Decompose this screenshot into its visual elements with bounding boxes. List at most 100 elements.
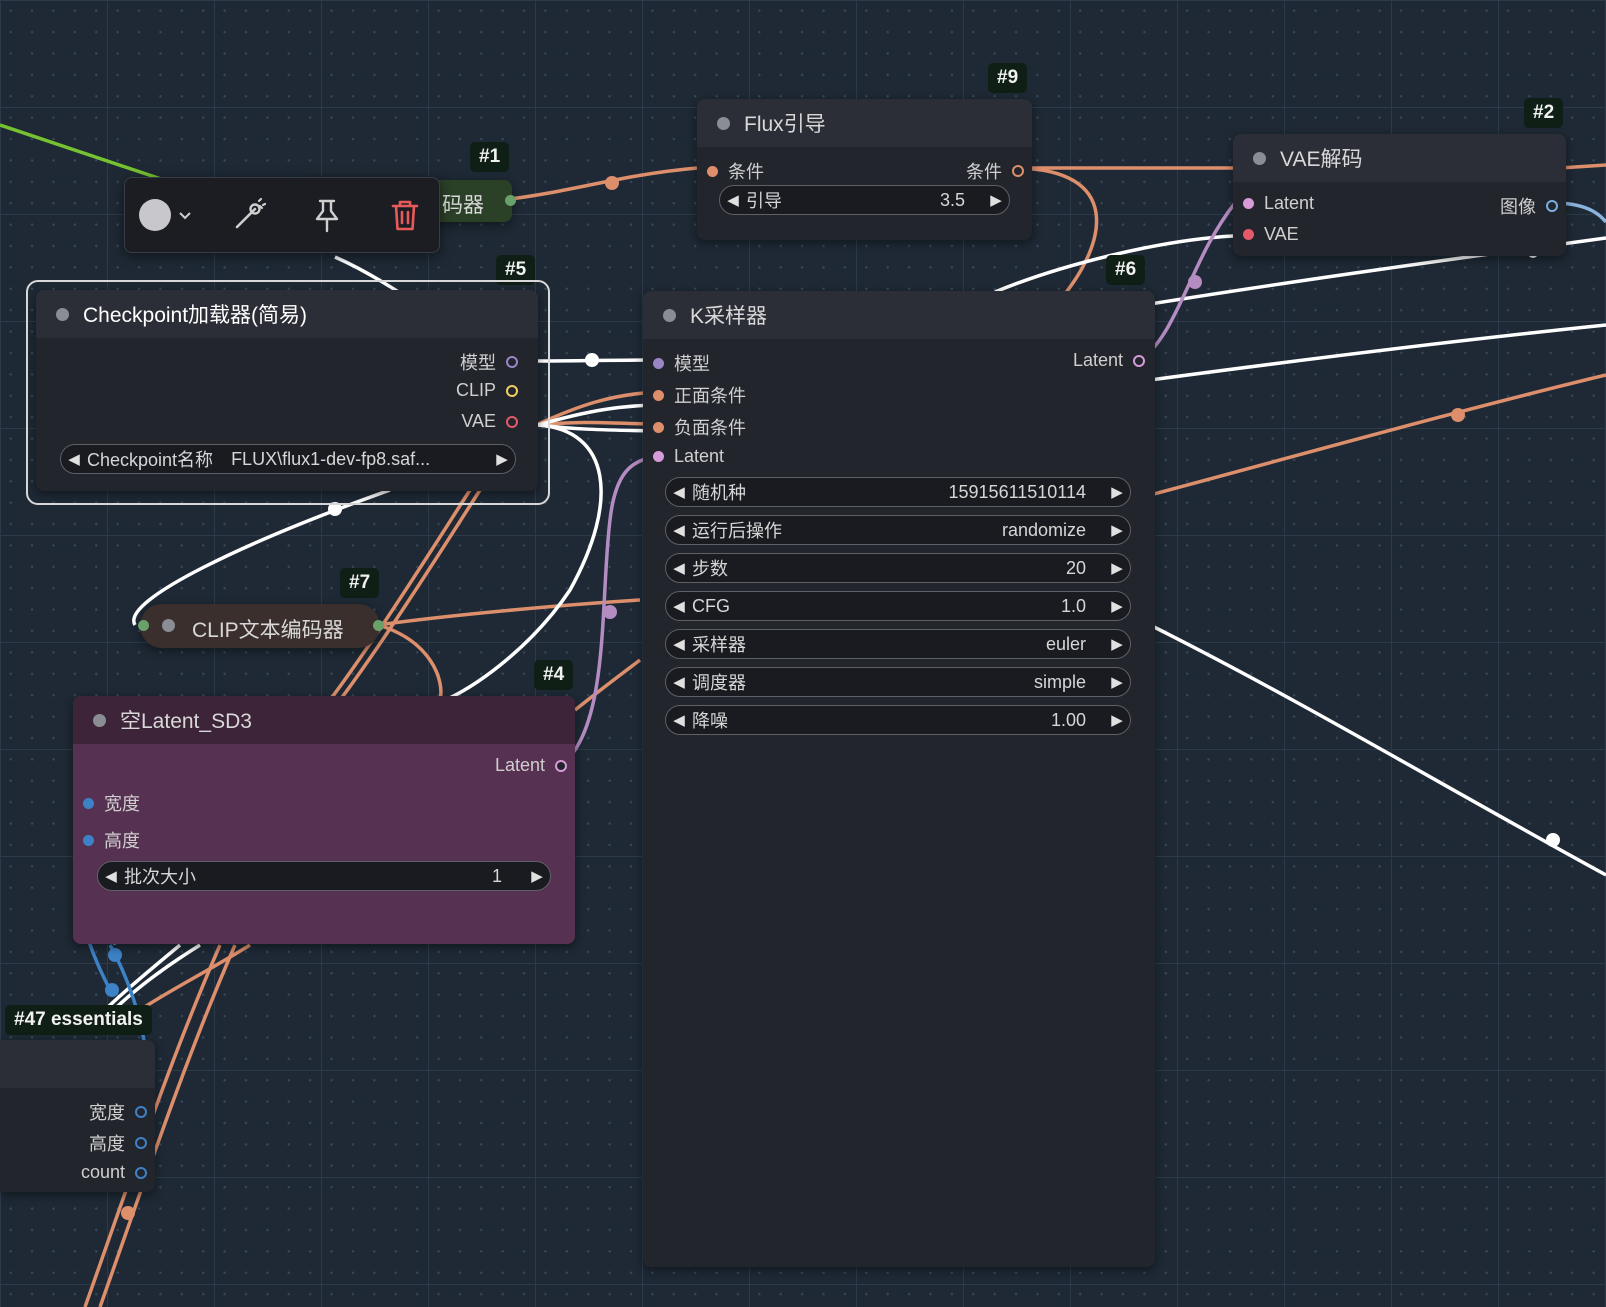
output-pin[interactable] — [506, 384, 518, 397]
node-5-title-bar[interactable]: Checkpoint加载器(简易) — [36, 290, 538, 338]
node-1-output-pin[interactable] — [505, 195, 516, 206]
node-2-collapse-dot[interactable] — [1253, 151, 1266, 165]
node-6-output-latent[interactable]: Latent — [1073, 350, 1145, 371]
output-pin[interactable] — [1546, 200, 1558, 212]
node-9-flux-guidance[interactable]: Flux引导 条件 条件 ◀ 引导 3.5 ▶ — [697, 99, 1032, 240]
node-9-title-bar[interactable]: Flux引导 — [697, 99, 1032, 147]
node-9-collapse-dot[interactable] — [717, 116, 730, 130]
node-5-output-model[interactable]: 模型 — [460, 349, 518, 375]
input-pin[interactable] — [653, 389, 664, 401]
output-pin[interactable] — [506, 356, 518, 368]
increment-arrow-icon[interactable]: ▶ — [1111, 484, 1123, 501]
node-5-output-clip[interactable]: CLIP — [456, 380, 518, 401]
increment-arrow-icon[interactable]: ▶ — [1111, 674, 1123, 691]
node-4-title-bar[interactable]: 空Latent_SD3 — [73, 696, 575, 744]
output-pin[interactable] — [135, 1137, 147, 1149]
node-47-output-width[interactable]: 宽度 — [89, 1099, 147, 1125]
reroute-dot — [108, 948, 122, 962]
input-pin[interactable] — [707, 165, 718, 177]
wire-white-top — [334, 255, 401, 295]
node-5-collapse-dot[interactable] — [56, 307, 69, 321]
node-4-output-latent[interactable]: Latent — [495, 755, 567, 776]
decrement-arrow-icon[interactable]: ◀ — [673, 522, 685, 539]
increment-arrow-icon[interactable]: ▶ — [531, 868, 543, 885]
increment-arrow-icon[interactable]: ▶ — [1111, 712, 1123, 729]
node-5-output-vae[interactable]: VAE — [461, 411, 518, 432]
node-47-output-height[interactable]: 高度 — [89, 1130, 147, 1156]
node-2-input-latent[interactable]: Latent — [1243, 193, 1314, 214]
node-47-title-bar[interactable] — [0, 1040, 155, 1088]
input-pin[interactable] — [1243, 229, 1254, 240]
output-pin[interactable] — [135, 1106, 147, 1118]
node-47-output-count[interactable]: count — [81, 1162, 147, 1183]
decrement-arrow-icon[interactable]: ◀ — [105, 868, 117, 885]
output-pin[interactable] — [506, 415, 518, 428]
node-5-checkpoint-loader[interactable]: Checkpoint加载器(简易) 模型 CLIP VAE ◀ Checkpoi… — [36, 290, 538, 491]
decrement-arrow-icon[interactable]: ◀ — [673, 598, 685, 615]
widget-label: 调度器 — [692, 673, 746, 693]
output-pin[interactable] — [555, 759, 567, 772]
node-9-guidance-widget[interactable]: ◀ 引导 3.5 ▶ — [719, 185, 1010, 215]
node-7-output-pin[interactable] — [373, 620, 384, 631]
input-pin[interactable] — [653, 357, 664, 369]
node-6-collapse-dot[interactable] — [663, 308, 676, 322]
node-6-input-negative[interactable]: 负面条件 — [653, 414, 746, 440]
slot-label: VAE — [461, 411, 496, 431]
bypass-button[interactable] — [221, 197, 277, 233]
increment-arrow-icon[interactable]: ▶ — [1111, 598, 1123, 615]
node-5-checkpoint-widget[interactable]: ◀ Checkpoint名称 FLUX\flux1-dev-fp8.saf...… — [60, 444, 516, 474]
node-6-input-latent[interactable]: Latent — [653, 446, 724, 467]
output-pin[interactable] — [135, 1166, 147, 1179]
decrement-arrow-icon[interactable]: ◀ — [68, 451, 80, 468]
node-7-collapse-dot[interactable] — [162, 619, 175, 632]
increment-arrow-icon[interactable]: ▶ — [1111, 636, 1123, 653]
color-picker-button[interactable] — [139, 199, 203, 231]
decrement-arrow-icon[interactable]: ◀ — [673, 636, 685, 653]
node-2-vae-decode[interactable]: VAE解码 Latent VAE 图像 — [1233, 134, 1566, 256]
input-pin[interactable] — [83, 834, 94, 846]
node-2-title-bar[interactable]: VAE解码 — [1233, 134, 1566, 182]
node-47-essentials[interactable]: 宽度 高度 count — [0, 1040, 155, 1192]
increment-arrow-icon[interactable]: ▶ — [496, 451, 508, 468]
node-2-input-vae[interactable]: VAE — [1243, 224, 1299, 245]
node-7-clip-text-encode[interactable]: CLIP文本编码器 — [138, 604, 384, 648]
node-6-input-model[interactable]: 模型 — [653, 350, 710, 376]
pin-button[interactable] — [299, 197, 355, 233]
node-6-input-positive[interactable]: 正面条件 — [653, 382, 746, 408]
node-2-output-image[interactable]: 图像 — [1500, 193, 1558, 219]
node-4-collapse-dot[interactable] — [93, 713, 106, 727]
node-9-output-conditioning[interactable]: 条件 — [966, 158, 1024, 184]
decrement-arrow-icon[interactable]: ◀ — [673, 712, 685, 729]
node-6-title-bar[interactable]: K采样器 — [643, 291, 1155, 339]
delete-button[interactable] — [377, 197, 433, 233]
slot-label: 图像 — [1500, 197, 1536, 217]
decrement-arrow-icon[interactable]: ◀ — [727, 192, 739, 209]
increment-arrow-icon[interactable]: ▶ — [1111, 522, 1123, 539]
decrement-arrow-icon[interactable]: ◀ — [673, 484, 685, 501]
input-pin[interactable] — [653, 451, 664, 462]
decrement-arrow-icon[interactable]: ◀ — [673, 560, 685, 577]
input-pin[interactable] — [653, 421, 664, 433]
node-7-input-pin[interactable] — [138, 620, 149, 631]
input-pin[interactable] — [1243, 198, 1254, 209]
output-pin[interactable] — [1012, 165, 1024, 177]
increment-arrow-icon[interactable]: ▶ — [990, 192, 1002, 209]
increment-arrow-icon[interactable]: ▶ — [1111, 560, 1123, 577]
node-9-input-conditioning[interactable]: 条件 — [707, 158, 764, 184]
node-4-input-height[interactable]: 高度 — [83, 827, 140, 853]
input-pin[interactable] — [83, 797, 94, 809]
node-4-input-width[interactable]: 宽度 — [83, 790, 140, 816]
output-pin[interactable] — [1133, 354, 1145, 367]
widget-label: CFG — [692, 595, 730, 616]
decrement-arrow-icon[interactable]: ◀ — [673, 674, 685, 691]
